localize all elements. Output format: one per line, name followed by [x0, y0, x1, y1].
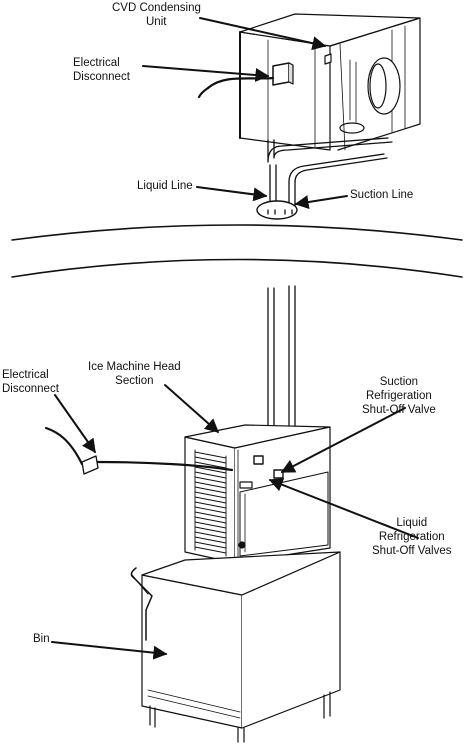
electrical-bottom-line-1: Electrical — [2, 369, 49, 381]
ice-head-line-2: Section — [115, 375, 154, 387]
electrical-top-line-2: Disconnect — [73, 71, 130, 83]
cvd-label-line-1: CVD Condensing — [112, 2, 201, 14]
electrical-bottom-line-2: Disconnect — [2, 383, 59, 395]
cvd-label-line-2: Unit — [146, 16, 167, 28]
liquid-line-label: Liquid Line — [137, 180, 193, 192]
ice-machine-head — [44, 424, 331, 567]
floor-slab — [11, 224, 463, 278]
liquid-valve-line-2: Refrigeration — [378, 531, 445, 543]
callout-arrows — [51, 17, 419, 660]
ice-head-line-1: Ice Machine Head — [88, 361, 181, 373]
suction-line-label: Suction Line — [350, 189, 414, 201]
suction-valve-label: Suction Refrigeration Shut-Off Valve — [362, 375, 436, 417]
suction-valve-line-1: Suction — [379, 376, 419, 388]
ice-bin — [130, 551, 341, 743]
suction-valve-line-3: Shut-Off Valve — [362, 404, 436, 416]
suction-valve-line-2: Refrigeration — [365, 390, 432, 402]
liquid-valve-line-1: Liquid — [396, 517, 428, 529]
cvd-condensing-unit-label: CVD Condensing Unit — [112, 1, 201, 29]
refrigeration-lines-upper — [256, 137, 393, 220]
liquid-valve-line-3: Shut-Off Valves — [372, 545, 452, 557]
ice-machine-head-label: Ice Machine Head Section — [88, 360, 181, 388]
electrical-top-line-1: Electrical — [73, 57, 120, 69]
bin-label: Bin — [33, 633, 50, 645]
condensing-unit — [197, 13, 421, 151]
electrical-disconnect-top-label: Electrical Disconnect — [73, 56, 130, 84]
liquid-valve-label: Liquid Refrigeration Shut-Off Valves — [372, 516, 451, 558]
electrical-disconnect-bottom-label: Electrical Disconnect — [2, 368, 59, 396]
